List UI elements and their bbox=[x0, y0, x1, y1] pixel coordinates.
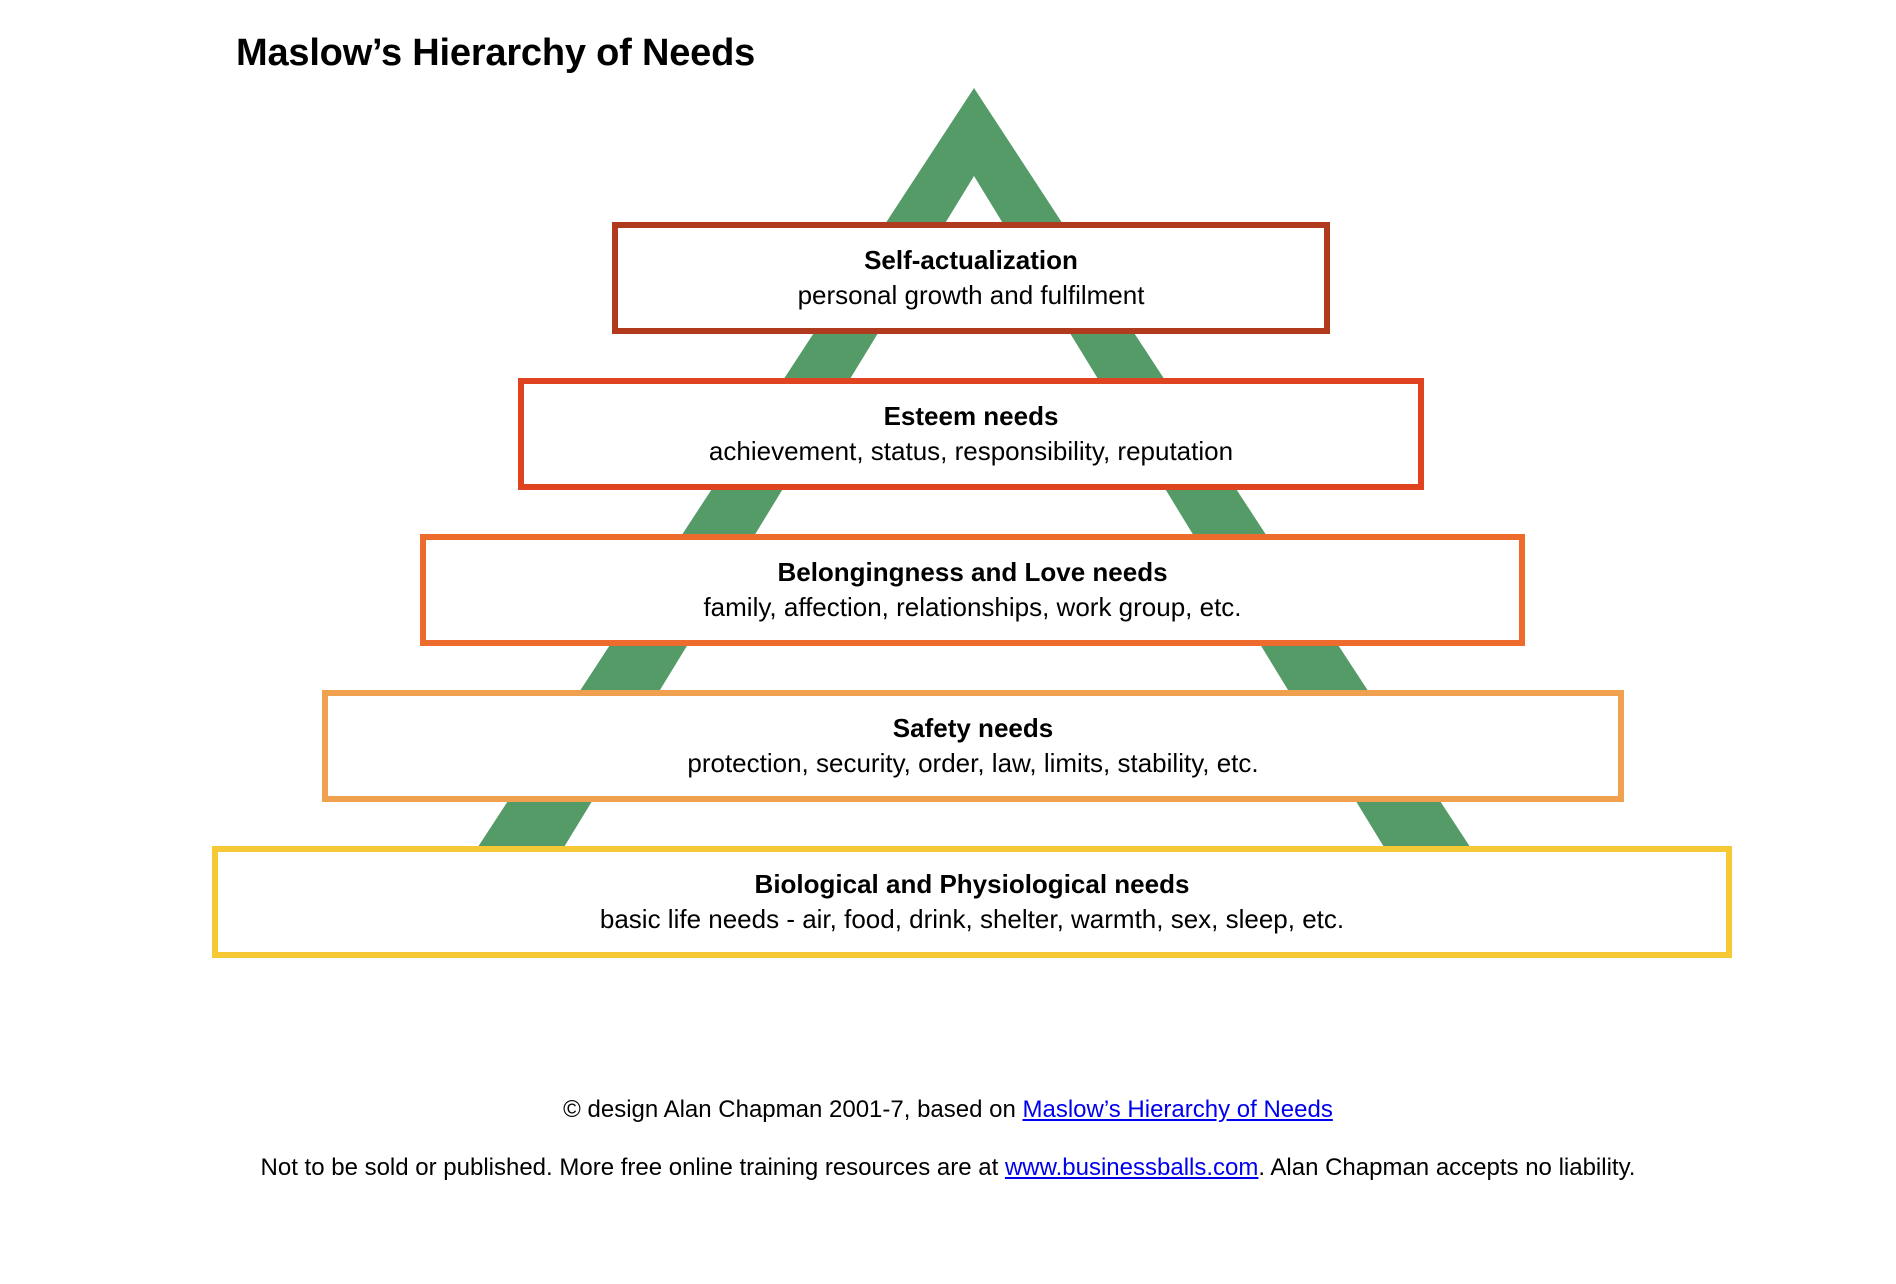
maslow-hierarchy-link[interactable]: Maslow’s Hierarchy of Needs bbox=[1022, 1096, 1333, 1123]
footer-disclaimer-line: Not to be sold or published. More free o… bbox=[0, 1152, 1896, 1183]
tier-title: Safety needs bbox=[892, 713, 1054, 744]
pyramid-stage: Self-actualization personal growth and f… bbox=[0, 88, 1896, 1018]
pyramid-triangle-outline bbox=[438, 88, 1510, 908]
tier-title: Self-actualization bbox=[864, 245, 1078, 276]
tier-title: Esteem needs bbox=[883, 401, 1059, 432]
tier-belongingness-and-love-needs[interactable]: Belongingness and Love needs family, aff… bbox=[420, 534, 1525, 646]
tier-description: basic life needs - air, food, drink, she… bbox=[599, 903, 1345, 934]
tier-self-actualization[interactable]: Self-actualization personal growth and f… bbox=[612, 222, 1330, 334]
tier-safety-needs[interactable]: Safety needs protection, security, order… bbox=[322, 690, 1624, 802]
footer-disclaimer-suffix: . Alan Chapman accepts no liability. bbox=[1258, 1154, 1636, 1181]
tier-biological-and-physiological-needs[interactable]: Biological and Physiological needs basic… bbox=[212, 846, 1732, 958]
tier-title: Biological and Physiological needs bbox=[754, 869, 1190, 900]
footer-credit-prefix: © design Alan Chapman 2001-7, based on bbox=[563, 1096, 1023, 1123]
tier-description: achievement, status, responsibility, rep… bbox=[708, 435, 1234, 466]
tier-description: personal growth and fulfilment bbox=[797, 279, 1145, 310]
tier-description: family, affection, relationships, work g… bbox=[703, 591, 1242, 622]
footer-disclaimer-prefix: Not to be sold or published. More free o… bbox=[260, 1154, 1005, 1181]
businessballs-link[interactable]: www.businessballs.com bbox=[1004, 1154, 1259, 1181]
page-title: Maslow’s Hierarchy of Needs bbox=[236, 32, 756, 74]
tier-description: protection, security, order, law, limits… bbox=[687, 747, 1259, 778]
tier-esteem-needs[interactable]: Esteem needs achievement, status, respon… bbox=[518, 378, 1424, 490]
tier-title: Belongingness and Love needs bbox=[777, 557, 1168, 588]
footer-credit-line: © design Alan Chapman 2001-7, based on M… bbox=[0, 1094, 1896, 1125]
